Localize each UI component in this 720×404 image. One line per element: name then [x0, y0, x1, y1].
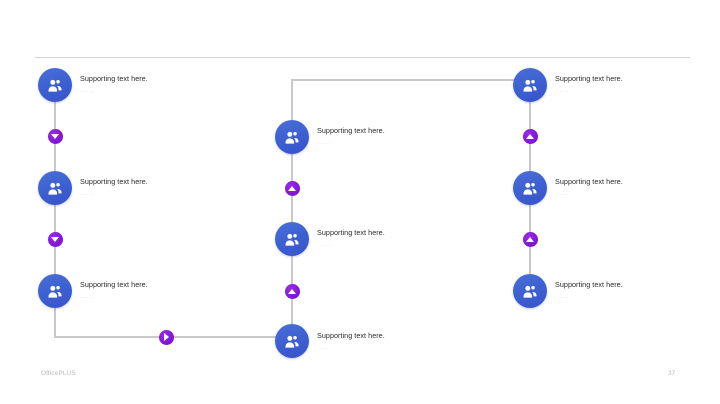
node-subtitle: ......	[555, 294, 570, 299]
people-group-icon	[46, 179, 65, 198]
node-text-block: Supporting text here. ......	[80, 177, 148, 198]
node-avatar[interactable]	[275, 222, 309, 256]
connector-left-spine	[54, 102, 56, 337]
node-avatar[interactable]	[38, 68, 72, 102]
people-group-icon	[521, 282, 540, 301]
footer-brand: OfficePLUS	[41, 370, 76, 377]
people-group-icon	[283, 230, 302, 249]
node-avatar[interactable]	[513, 274, 547, 308]
node-subtitle: ......	[80, 88, 95, 93]
node-title: Supporting text here.	[555, 280, 623, 289]
connector-top-horizontal	[291, 79, 515, 81]
node-text-block: Supporting text here. ......	[317, 126, 385, 147]
people-group-icon	[283, 128, 302, 147]
node-title: Supporting text here.	[80, 177, 148, 186]
node-subtitle: ......	[555, 88, 570, 93]
node-avatar[interactable]	[513, 68, 547, 102]
node-title: Supporting text here.	[555, 74, 623, 83]
node-text-block: Supporting text here. ......	[555, 177, 623, 198]
node-text-block: Supporting text here. ......	[555, 280, 623, 301]
header-divider	[35, 57, 690, 58]
arrow-down-icon[interactable]	[47, 129, 63, 144]
node-subtitle: ......	[80, 191, 95, 196]
node-text-block: Supporting text here. ......	[317, 228, 385, 249]
node-subtitle: ......	[317, 242, 332, 247]
people-group-icon	[283, 332, 302, 351]
node-title: Supporting text here.	[317, 228, 385, 237]
arrow-up-icon[interactable]	[284, 181, 300, 196]
node-text-block: Supporting text here. ......	[80, 280, 148, 301]
people-group-icon	[46, 282, 65, 301]
arrow-up-icon[interactable]	[522, 232, 538, 247]
page-number: 37	[668, 370, 676, 377]
node-avatar[interactable]	[38, 171, 72, 205]
people-group-icon	[521, 179, 540, 198]
node-avatar[interactable]	[513, 171, 547, 205]
connector-middle-spine	[291, 80, 293, 338]
node-subtitle: ......	[80, 294, 95, 299]
people-group-icon	[46, 76, 65, 95]
arrow-up-icon[interactable]	[284, 284, 300, 299]
node-title: Supporting text here.	[317, 331, 385, 340]
node-text-block: Supporting text here. ......	[317, 331, 385, 352]
node-title: Supporting text here.	[80, 280, 148, 289]
node-subtitle: ......	[555, 191, 570, 196]
people-group-icon	[521, 76, 540, 95]
node-subtitle: ......	[317, 345, 332, 350]
node-title: Supporting text here.	[80, 74, 148, 83]
arrow-down-icon[interactable]	[47, 232, 63, 247]
node-title: Supporting text here.	[555, 177, 623, 186]
node-avatar[interactable]	[38, 274, 72, 308]
node-text-block: Supporting text here. ......	[80, 74, 148, 95]
node-text-block: Supporting text here. ......	[555, 74, 623, 95]
node-avatar[interactable]	[275, 120, 309, 154]
node-subtitle: ......	[317, 140, 332, 145]
arrow-up-icon[interactable]	[522, 129, 538, 144]
node-avatar[interactable]	[275, 324, 309, 358]
node-title: Supporting text here.	[317, 126, 385, 135]
arrow-right-icon[interactable]	[158, 329, 174, 345]
